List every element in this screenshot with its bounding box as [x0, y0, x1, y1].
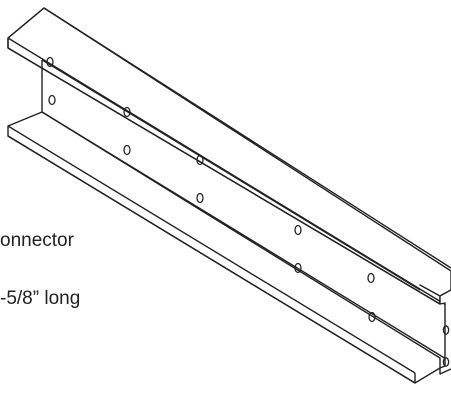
bolt-hole	[196, 192, 204, 204]
bolt-hole	[294, 262, 302, 274]
end-bolt-hole	[442, 357, 450, 367]
channel-end-profile	[439, 289, 451, 375]
bolt-hole	[123, 106, 131, 118]
bolt-hole	[123, 144, 131, 156]
bolt-hole	[46, 56, 54, 68]
bolt-hole	[294, 224, 302, 236]
top-flange-back-edge	[43, 7, 451, 269]
top-flange-lower-edge	[7, 47, 441, 305]
bolt-hole	[368, 311, 376, 323]
bottom-flange-lower-edge	[7, 135, 416, 384]
bolt-hole	[196, 154, 204, 166]
top-flange-front-edge	[7, 37, 451, 309]
top-flange-left-diag	[7, 7, 45, 39]
bottom-flange-back-edge	[41, 111, 451, 363]
bolt-hole	[367, 272, 375, 284]
end-bolt-hole	[442, 325, 450, 335]
bottom-flange-front-edge	[7, 125, 416, 374]
bolt-hole	[48, 94, 56, 106]
connector-label: onnector	[0, 230, 74, 251]
length-label: -5/8” long	[0, 288, 81, 309]
web-top-inner-edge	[41, 59, 421, 291]
